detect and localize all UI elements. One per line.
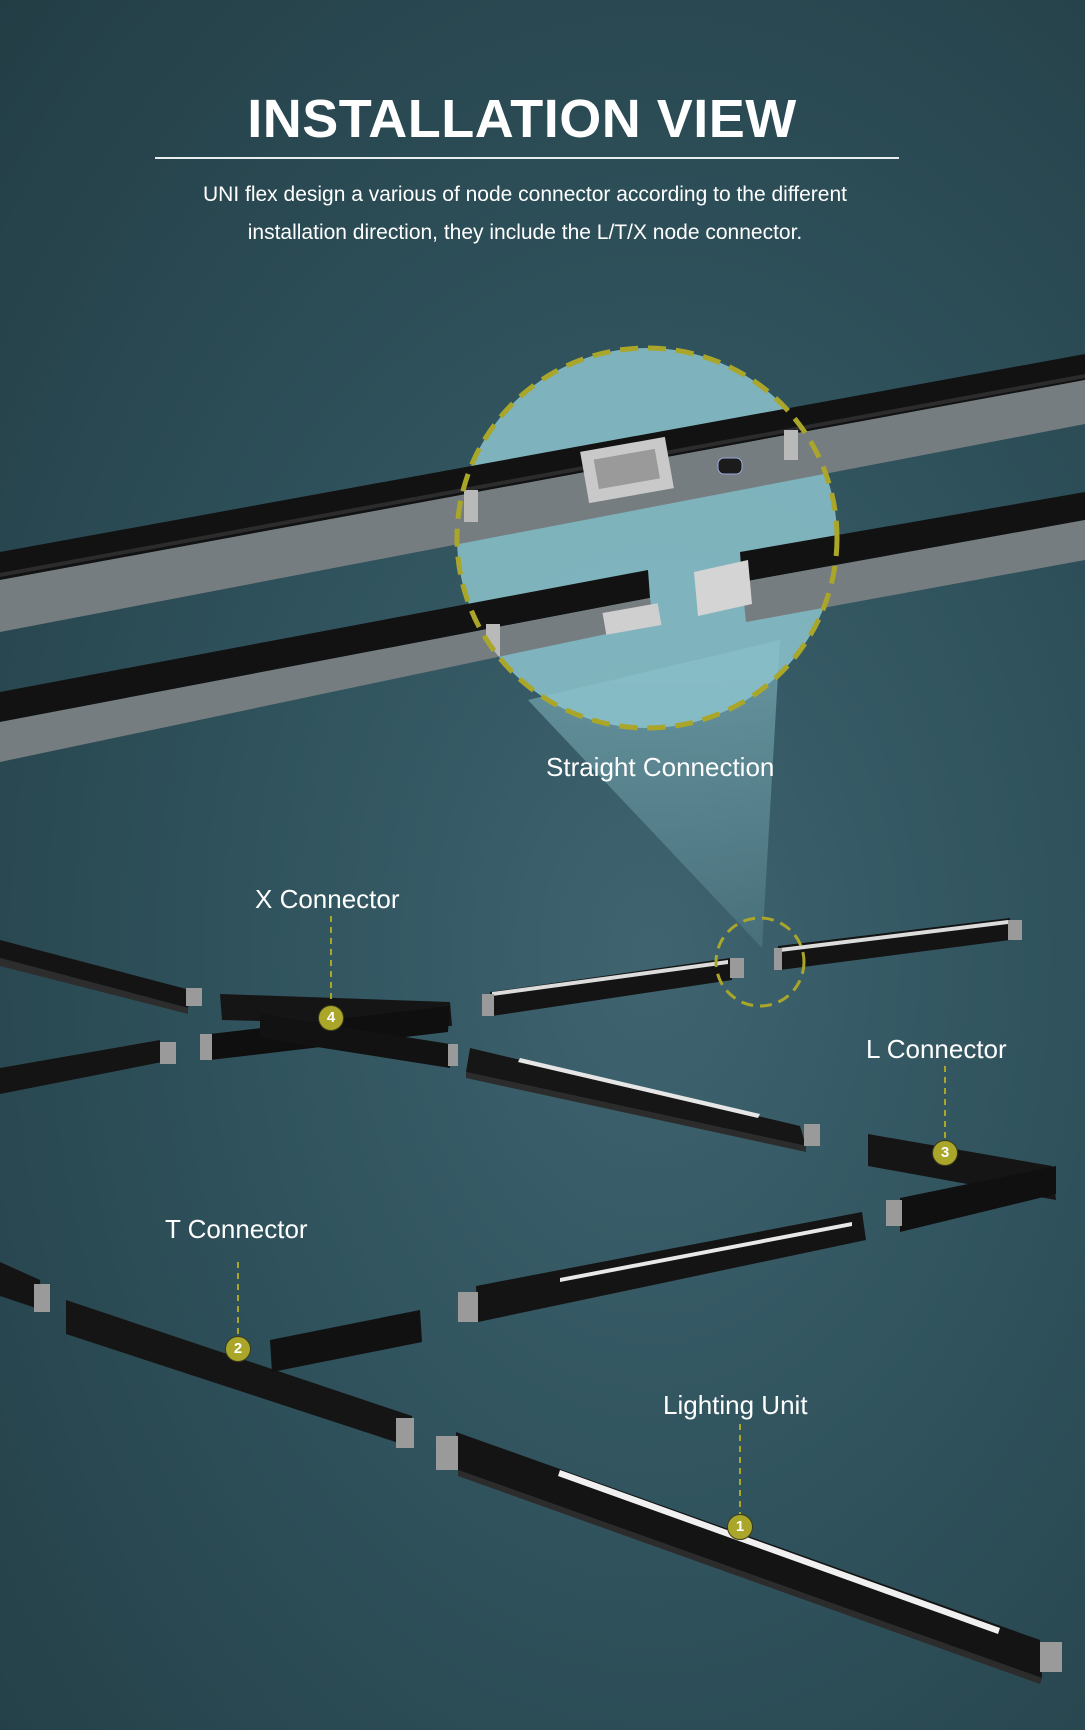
t-connector-label: T Connector [165,1214,308,1244]
x-connector-label: X Connector [255,884,400,914]
long-mid-bar [458,1212,866,1322]
l-connector-label: L Connector [866,1034,1007,1064]
lighting-unit-label: Lighting Unit [663,1390,808,1420]
mid-upper-bar [482,958,744,1016]
straight-connection-detail [464,430,798,656]
page-title: INSTALLATION VIEW [247,89,797,149]
t-connector-number-badge: 2 [225,1336,251,1362]
lighting-unit-number-badge: 1 [727,1514,753,1540]
small-connection-ring [714,916,806,1008]
l-connector-number-badge: 3 [932,1140,958,1166]
lighting-unit-part [436,1432,1062,1684]
t-connector-part [66,1300,422,1448]
left-t-side-bar [0,1262,50,1312]
right-upper-bar [774,918,1022,970]
title-divider [155,157,899,159]
x-connector-number-badge: 4 [318,1005,344,1031]
left-lower-bar [0,1040,176,1094]
l-connector-part [868,1134,1056,1232]
description-line-1: UNI flex design a various of node connec… [203,183,847,206]
magnifier-ring [454,345,840,731]
left-upper-bar [0,940,202,1014]
description: UNI flex design a various of node connec… [140,176,910,252]
straight-connection-label: Straight Connection [546,752,775,782]
description-line-2: installation direction, they include the… [247,221,803,244]
mid-diagonal-bar [466,1048,820,1152]
